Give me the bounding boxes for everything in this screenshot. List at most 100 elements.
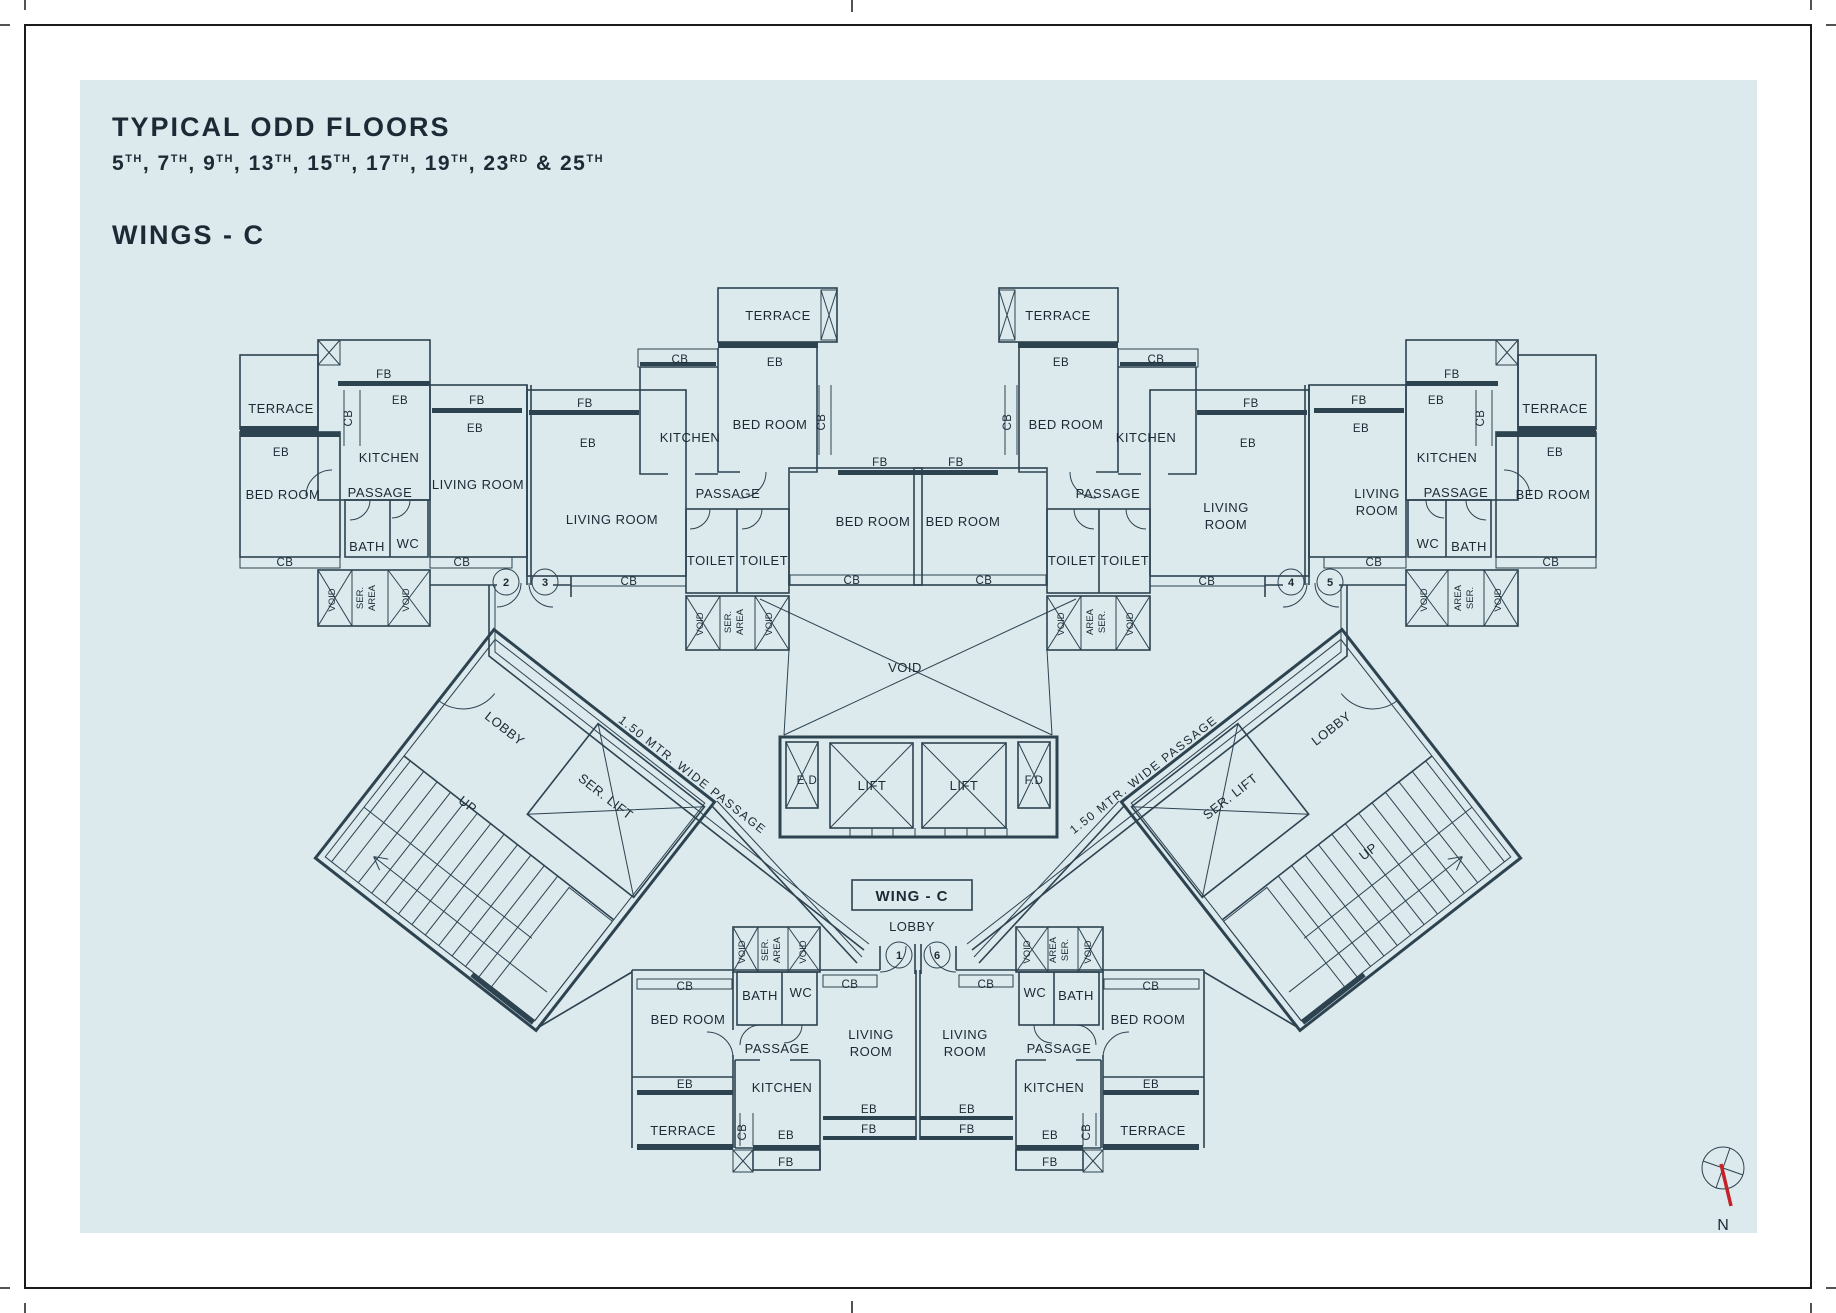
label-kitchen: KITCHEN xyxy=(359,450,420,465)
label-kitchen: KITCHEN xyxy=(1116,430,1177,445)
label-wc: WC xyxy=(397,536,420,551)
label-wing-c: WING - C xyxy=(876,888,949,905)
label-passage: PASSAGE xyxy=(1027,1041,1092,1056)
label-eb: EB xyxy=(1353,423,1369,435)
label-fb: FB xyxy=(577,398,593,410)
label-cb: CB xyxy=(1543,557,1560,569)
label-cb: CB xyxy=(672,354,689,366)
label-passage: PASSAGE xyxy=(348,485,413,500)
label-bed-room: BED ROOM xyxy=(1516,487,1591,502)
label-living-room: LIVING ROOM xyxy=(566,512,658,527)
label-bath: BATH xyxy=(1058,988,1094,1003)
label-fb: FB xyxy=(778,1157,794,1169)
label-toilet: TOILET xyxy=(740,553,788,568)
label-bed-room: BED ROOM xyxy=(246,487,321,502)
label-eb: EB xyxy=(580,438,596,450)
door-number-6: 6 xyxy=(934,950,940,962)
label-eb: EB xyxy=(959,1104,975,1116)
label-eb: EB xyxy=(861,1104,877,1116)
label-passage: PASSAGE xyxy=(1424,485,1489,500)
label-passage: PASSAGE xyxy=(745,1041,810,1056)
label-bath: BATH xyxy=(742,988,778,1003)
label-area: AREA xyxy=(772,936,783,963)
floor-number: 9 xyxy=(203,152,217,175)
label-fb: FB xyxy=(959,1124,975,1136)
label-eb: EB xyxy=(467,423,483,435)
floor-separator: , xyxy=(292,152,308,175)
label-living: LIVING xyxy=(942,1027,988,1042)
floor-number: 25 xyxy=(560,152,587,175)
floor-separator: , xyxy=(351,152,366,175)
floor-number: 19 xyxy=(424,152,452,175)
label-lobby: LOBBY xyxy=(889,919,935,934)
label-fd: F.D xyxy=(1025,775,1044,787)
floor-suffix: RD xyxy=(509,153,529,165)
label-eb: EB xyxy=(1143,1079,1159,1091)
floor-number: 15 xyxy=(307,152,334,175)
label-cb: CB xyxy=(1199,576,1216,588)
label-room: ROOM xyxy=(850,1044,892,1059)
label-fb: FB xyxy=(872,457,888,469)
door-number-1: 1 xyxy=(896,950,902,962)
label-area: AREA xyxy=(1048,936,1059,963)
label-void: VOID xyxy=(327,588,338,611)
label-wc: WC xyxy=(790,985,813,1000)
label-cb: CB xyxy=(842,979,859,991)
label-cb: CB xyxy=(677,981,694,993)
label-cb: CB xyxy=(277,557,294,569)
label-void: VOID xyxy=(1056,612,1067,635)
label-cb: CB xyxy=(621,576,638,588)
label-eb: EB xyxy=(1240,438,1256,450)
label-fb: FB xyxy=(1243,398,1259,410)
label-fb: FB xyxy=(861,1124,877,1136)
label-wc: WC xyxy=(1417,536,1440,551)
label-void: VOID xyxy=(888,660,922,675)
label-bed-room: BED ROOM xyxy=(926,514,1001,529)
label-eb: EB xyxy=(273,447,289,459)
label-ser: SER. xyxy=(1097,611,1108,633)
label-void: VOID xyxy=(1419,588,1430,611)
label-eb: EB xyxy=(778,1130,794,1142)
label-terrace: TERRACE xyxy=(1120,1123,1186,1138)
door-number-5: 5 xyxy=(1327,577,1333,589)
label-toilet: TOILET xyxy=(1101,553,1149,568)
label-bed-room: BED ROOM xyxy=(836,514,911,529)
label-void: VOID xyxy=(695,612,706,635)
wing-label-box xyxy=(851,879,973,911)
label-fb: FB xyxy=(1444,369,1460,381)
label-ser: SER. xyxy=(355,587,366,609)
floor-separator: , xyxy=(468,152,484,175)
plan-panel-background xyxy=(80,80,1757,1233)
label-bath: BATH xyxy=(1451,539,1487,554)
floor-number: 5 xyxy=(112,152,126,175)
label-cb: CB xyxy=(454,557,471,569)
label-ser: SER. xyxy=(1060,939,1071,961)
label-area: AREA xyxy=(1453,584,1464,611)
compass-needle-icon xyxy=(1719,1163,1733,1207)
floor-number: 23 xyxy=(483,152,510,175)
label-cb: CB xyxy=(976,575,993,587)
label-bed-room: BED ROOM xyxy=(733,417,808,432)
label-cb: CB xyxy=(1148,354,1165,366)
label-lift: LIFT xyxy=(858,778,887,793)
label-eb: EB xyxy=(677,1079,693,1091)
label-terrace: TERRACE xyxy=(650,1123,716,1138)
label-living: LIVING xyxy=(1354,486,1400,501)
label-eb: EB xyxy=(392,395,408,407)
label-toilet: TOILET xyxy=(1048,553,1096,568)
label-terrace: TERRACE xyxy=(248,401,314,416)
label-room: ROOM xyxy=(1356,503,1398,518)
label-void: VOID xyxy=(764,612,775,635)
label-toilet: TOILET xyxy=(687,553,735,568)
label-cb: CB xyxy=(1143,981,1160,993)
label-ed: E.D xyxy=(797,775,818,787)
label-cb: CB xyxy=(1366,557,1383,569)
floor-separator: & xyxy=(528,152,560,175)
floor-separator: , xyxy=(233,152,249,175)
floor-suffix: TH xyxy=(392,153,411,165)
label-void: VOID xyxy=(1125,612,1136,635)
floor-separator: , xyxy=(410,152,425,175)
